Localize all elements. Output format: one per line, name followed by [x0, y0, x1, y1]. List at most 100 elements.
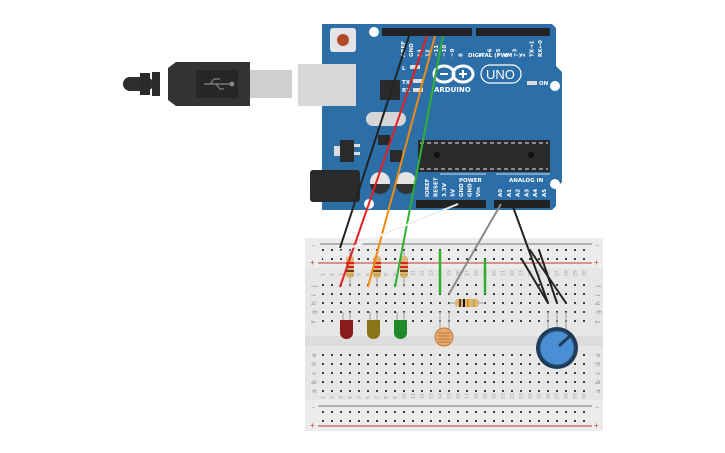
- breadboard-hole[interactable]: [430, 372, 432, 374]
- breadboard-hole[interactable]: [340, 381, 342, 383]
- breadboard-hole[interactable]: [538, 284, 540, 286]
- breadboard-hole[interactable]: [583, 390, 585, 392]
- breadboard-hole[interactable]: [511, 293, 513, 295]
- breadboard-hole[interactable]: [502, 372, 504, 374]
- breadboard-hole[interactable]: [376, 293, 378, 295]
- breadboard-hole[interactable]: [322, 420, 324, 422]
- breadboard-hole[interactable]: [565, 390, 567, 392]
- breadboard-hole[interactable]: [358, 284, 360, 286]
- breadboard-hole[interactable]: [574, 311, 576, 313]
- breadboard-hole[interactable]: [394, 258, 396, 260]
- breadboard-hole[interactable]: [484, 420, 486, 422]
- breadboard-hole[interactable]: [412, 372, 414, 374]
- breadboard-hole[interactable]: [520, 411, 522, 413]
- breadboard-hole[interactable]: [385, 284, 387, 286]
- breadboard-hole[interactable]: [394, 372, 396, 374]
- breadboard-hole[interactable]: [538, 311, 540, 313]
- usb-cable[interactable]: [123, 62, 292, 106]
- breadboard-hole[interactable]: [475, 320, 477, 322]
- breadboard-hole[interactable]: [565, 284, 567, 286]
- breadboard-hole[interactable]: [457, 363, 459, 365]
- breadboard-hole[interactable]: [448, 420, 450, 422]
- breadboard-hole[interactable]: [457, 411, 459, 413]
- breadboard-hole[interactable]: [466, 284, 468, 286]
- breadboard-hole[interactable]: [493, 381, 495, 383]
- breadboard-hole[interactable]: [385, 363, 387, 365]
- breadboard-hole[interactable]: [358, 320, 360, 322]
- breadboard-hole[interactable]: [340, 311, 342, 313]
- breadboard-hole[interactable]: [511, 381, 513, 383]
- breadboard-hole[interactable]: [430, 363, 432, 365]
- breadboard-hole[interactable]: [394, 381, 396, 383]
- breadboard-hole[interactable]: [367, 381, 369, 383]
- breadboard-hole[interactable]: [457, 311, 459, 313]
- breadboard-hole[interactable]: [358, 363, 360, 365]
- breadboard-hole[interactable]: [322, 372, 324, 374]
- breadboard-hole[interactable]: [583, 411, 585, 413]
- breadboard-hole[interactable]: [331, 311, 333, 313]
- wire-pot-gnd[interactable]: [520, 257, 549, 304]
- breadboard-hole[interactable]: [520, 320, 522, 322]
- breadboard-hole[interactable]: [565, 372, 567, 374]
- breadboard-hole[interactable]: [511, 411, 513, 413]
- breadboard-hole[interactable]: [484, 363, 486, 365]
- breadboard-hole[interactable]: [466, 363, 468, 365]
- breadboard-hole[interactable]: [439, 411, 441, 413]
- breadboard-hole[interactable]: [421, 284, 423, 286]
- breadboard-hole[interactable]: [403, 411, 405, 413]
- breadboard-hole[interactable]: [376, 381, 378, 383]
- breadboard-hole[interactable]: [493, 320, 495, 322]
- breadboard-hole[interactable]: [394, 363, 396, 365]
- breadboard-hole[interactable]: [394, 411, 396, 413]
- breadboard-hole[interactable]: [358, 381, 360, 383]
- wire-pin12[interactable]: [367, 35, 436, 288]
- breadboard-hole[interactable]: [349, 293, 351, 295]
- breadboard-hole[interactable]: [385, 311, 387, 313]
- breadboard-hole[interactable]: [358, 354, 360, 356]
- breadboard-hole[interactable]: [529, 293, 531, 295]
- breadboard-hole[interactable]: [385, 420, 387, 422]
- breadboard-hole[interactable]: [412, 411, 414, 413]
- breadboard-hole[interactable]: [538, 320, 540, 322]
- breadboard-hole[interactable]: [484, 411, 486, 413]
- breadboard-hole[interactable]: [493, 390, 495, 392]
- breadboard-hole[interactable]: [484, 249, 486, 251]
- breadboard-hole[interactable]: [529, 372, 531, 374]
- breadboard-hole[interactable]: [484, 320, 486, 322]
- breadboard-hole[interactable]: [520, 381, 522, 383]
- breadboard-hole[interactable]: [367, 420, 369, 422]
- breadboard-hole[interactable]: [358, 420, 360, 422]
- breadboard-hole[interactable]: [583, 354, 585, 356]
- breadboard-hole[interactable]: [475, 363, 477, 365]
- breadboard-hole[interactable]: [376, 302, 378, 304]
- breadboard-hole[interactable]: [538, 390, 540, 392]
- breadboard-hole[interactable]: [385, 411, 387, 413]
- breadboard-hole[interactable]: [331, 363, 333, 365]
- breadboard-hole[interactable]: [376, 354, 378, 356]
- breadboard-hole[interactable]: [457, 372, 459, 374]
- breadboard-hole[interactable]: [385, 390, 387, 392]
- breadboard-hole[interactable]: [583, 302, 585, 304]
- breadboard-hole[interactable]: [439, 420, 441, 422]
- breadboard-hole[interactable]: [529, 381, 531, 383]
- breadboard-hole[interactable]: [475, 284, 477, 286]
- breadboard-hole[interactable]: [511, 258, 513, 260]
- breadboard-hole[interactable]: [457, 354, 459, 356]
- breadboard-hole[interactable]: [358, 372, 360, 374]
- breadboard-hole[interactable]: [448, 411, 450, 413]
- breadboard-hole[interactable]: [322, 302, 324, 304]
- breadboard-hole[interactable]: [484, 390, 486, 392]
- power-header[interactable]: [416, 200, 486, 208]
- breadboard-hole[interactable]: [583, 258, 585, 260]
- breadboard-hole[interactable]: [412, 320, 414, 322]
- breadboard-hole[interactable]: [322, 390, 324, 392]
- breadboard-hole[interactable]: [421, 354, 423, 356]
- breadboard-hole[interactable]: [349, 381, 351, 383]
- breadboard-hole[interactable]: [403, 354, 405, 356]
- breadboard-hole[interactable]: [421, 411, 423, 413]
- breadboard-hole[interactable]: [529, 284, 531, 286]
- breadboard-hole[interactable]: [574, 390, 576, 392]
- breadboard-hole[interactable]: [331, 372, 333, 374]
- breadboard-hole[interactable]: [367, 411, 369, 413]
- breadboard-hole[interactable]: [511, 420, 513, 422]
